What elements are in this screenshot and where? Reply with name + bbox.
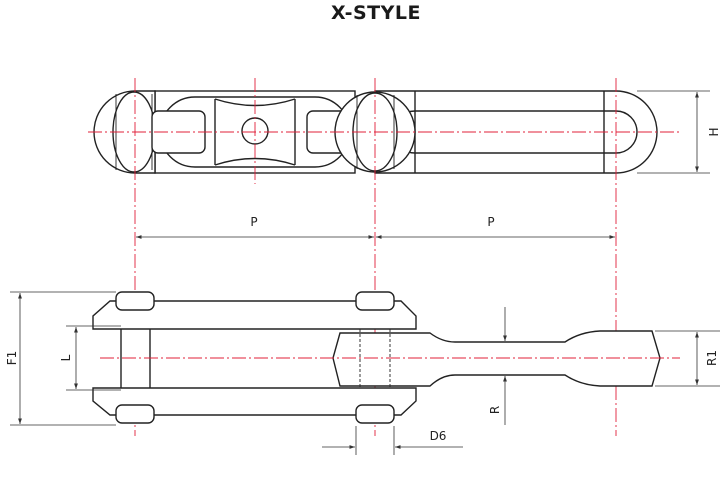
dim-label-p2: P bbox=[487, 215, 494, 229]
dim-label-f1: F1 bbox=[5, 351, 19, 366]
top-side-plate bbox=[92, 300, 417, 330]
dim-label-l: L bbox=[59, 354, 73, 361]
bottom-side-plate bbox=[92, 387, 417, 416]
pin-head-top-left bbox=[115, 291, 155, 311]
dim-label-p1: P bbox=[250, 215, 257, 229]
forged-bar bbox=[332, 330, 661, 387]
dim-label-h: H bbox=[707, 127, 721, 136]
pin-head-bottom-left bbox=[115, 404, 155, 424]
diagram-title: X-STYLE bbox=[331, 2, 421, 24]
top-view bbox=[88, 78, 710, 436]
pin-head-top-right bbox=[355, 291, 395, 311]
dim-label-r: R bbox=[488, 406, 502, 414]
side-view bbox=[10, 291, 720, 455]
dim-label-r1: R1 bbox=[705, 350, 719, 366]
dim-label-d6: D6 bbox=[430, 429, 447, 443]
pin-head-bottom-right bbox=[355, 404, 395, 424]
